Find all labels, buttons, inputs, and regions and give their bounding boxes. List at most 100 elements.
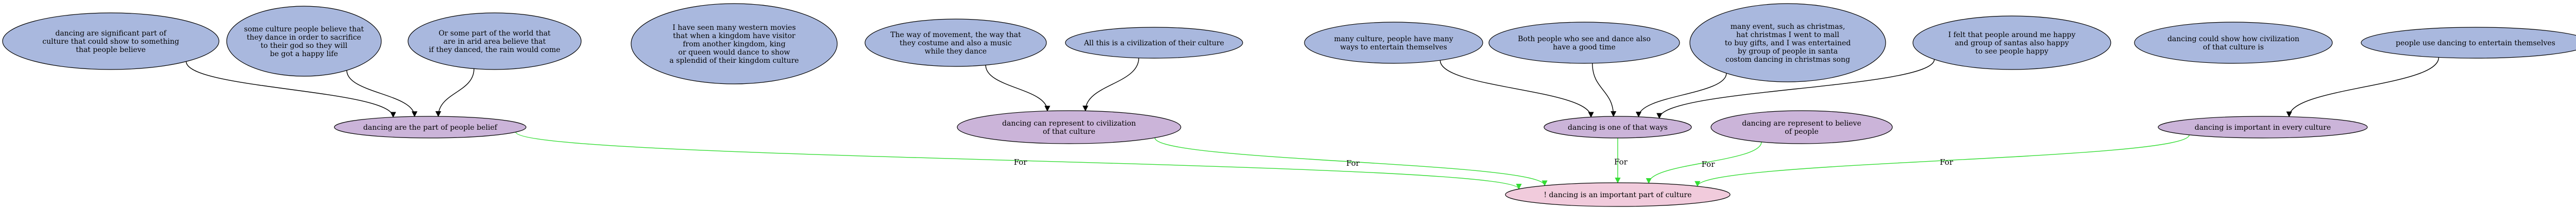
node-text-line: of that culture is <box>2203 43 2264 51</box>
for-edge <box>1694 134 2190 187</box>
premise-ellipse <box>2361 27 2576 59</box>
node-text-line: that when a kingdom have visitor <box>673 32 795 40</box>
support-edge <box>1635 73 1727 118</box>
node-text-line: to buy gifts, and I was entertained <box>1725 39 1851 47</box>
node-text-line: dancing are represent to believe <box>1742 119 1861 128</box>
edge-label-for: For <box>1014 158 1028 167</box>
claim-ellipse <box>334 116 527 138</box>
node-text-line: All this is a civilization of their cult… <box>1083 39 1224 47</box>
node-text-line: many event, such as christmas, <box>1731 23 1845 31</box>
support-edge <box>435 68 474 117</box>
edge-labels-layer: For For For For For <box>1014 158 1954 169</box>
node-text-line: I felt that people around me happy <box>1948 31 2075 39</box>
node-text-line: from another kingdom, king <box>683 40 785 48</box>
node-text-line: of that culture <box>1043 128 1095 136</box>
premise-ellipse <box>1912 15 2111 70</box>
node-text-line: culture that could show to something <box>42 38 179 46</box>
premise-ellipse <box>1304 22 1483 64</box>
node-text-line: are in arid area believe that <box>444 38 546 46</box>
node-text-line: dancing can represent to civilization <box>1002 119 1136 128</box>
claim-node-c2[interactable]: dancing can represent to civilizationof … <box>957 110 1181 144</box>
edge-label-for: For <box>1940 158 1954 167</box>
premise-ellipse <box>2134 22 2333 64</box>
claim-node-c3[interactable]: dancing is one of that ways <box>1544 116 1692 138</box>
for-edge <box>1154 137 1548 186</box>
premise-ellipse <box>2 12 219 70</box>
claim-node-c1[interactable]: dancing are the part of people belief <box>334 116 527 138</box>
premise-node-p6[interactable]: All this is a civilization of their cult… <box>1065 27 1243 59</box>
node-text-line: Or some part of the world that <box>438 29 551 38</box>
claim-ellipse <box>1710 110 1893 144</box>
premise-node-p9[interactable]: many event, such as christmas,hat christ… <box>1689 3 1886 82</box>
node-text-line: a splendid of their kingdom culture <box>669 57 799 65</box>
node-text-line: have a good time <box>1553 43 1616 51</box>
node-text-line: dancing is one of that ways <box>1568 124 1668 132</box>
node-text-line: dancing is important in every culture <box>2195 124 2331 132</box>
node-text-line: of people <box>1785 128 1818 136</box>
node-text-line: costom dancing in christmas song <box>1725 56 1850 64</box>
claim-ellipse <box>1544 116 1692 138</box>
edges-layer <box>185 57 2439 190</box>
node-text-line: Both people who see and dance also <box>1518 35 1651 43</box>
node-text-line: while they dance <box>925 47 987 56</box>
node-text-line: to see people happy <box>1975 47 2048 56</box>
node-text-line: if they danced, the rain would come <box>429 46 560 54</box>
node-text-line: and group of santas also happy <box>1955 39 2069 47</box>
node-text-line: some culture people believe that <box>244 25 364 33</box>
edge-label-for: For <box>1346 159 1360 168</box>
node-text-line: they costume and also a music <box>900 39 1012 47</box>
support-edge <box>346 70 418 117</box>
node-text-line: dancing could show how civilization <box>2167 35 2299 43</box>
premise-ellipse <box>1689 3 1886 82</box>
node-text-line: they dance in order to sacrifice <box>247 33 361 42</box>
premise-ellipse <box>408 12 582 70</box>
support-edge <box>185 61 396 118</box>
node-text-line: that people believe <box>76 46 146 54</box>
node-text-line: dancing are the part of people belief <box>363 124 498 132</box>
for-edge <box>515 132 1522 190</box>
support-edge <box>1082 58 1139 112</box>
node-text-line: hat christmas I went to mall <box>1736 31 1839 39</box>
claim-ellipse <box>2158 116 2368 138</box>
claim-node-c5[interactable]: dancing is important in every culture <box>2158 116 2368 138</box>
support-edge <box>1656 59 1935 119</box>
node-text-line: be got a happy life <box>270 50 338 58</box>
premise-ellipse <box>865 19 1047 67</box>
support-edge <box>1592 63 1617 117</box>
edge-label-for: For <box>1614 158 1628 167</box>
conclusion-node-m1[interactable]: ! dancing is an important part of cultur… <box>1505 182 1731 207</box>
node-text-line: or queen would dance to show <box>679 48 790 57</box>
node-text-line: by group of people in santa <box>1738 47 1838 56</box>
node-text-line: The way of movement, the way that <box>890 31 1021 39</box>
support-edge <box>1439 60 1594 118</box>
node-text-line: many culture, people have many <box>1334 35 1453 43</box>
node-text-line: I have seen many western movies <box>672 24 795 32</box>
node-text-line: to their god so they will <box>261 42 348 50</box>
support-edge <box>2286 57 2439 117</box>
premise-ellipse <box>226 6 382 77</box>
conclusion-ellipse <box>1505 182 1731 207</box>
premise-ellipse <box>1065 27 1243 59</box>
edge-label-for: For <box>1702 160 1716 169</box>
premise-ellipse <box>631 3 838 84</box>
premise-node-p12[interactable]: people use dancing to entertain themselv… <box>2361 27 2576 59</box>
node-text-line: ! dancing is an important part of cultur… <box>1544 191 1691 199</box>
node-text-line: ways to entertain themselves <box>1340 43 1447 51</box>
node-text-line: people use dancing to entertain themselv… <box>2396 39 2555 47</box>
support-edge <box>985 65 1050 112</box>
claim-ellipse <box>957 110 1181 144</box>
node-text-line: dancing are significant part of <box>55 29 167 38</box>
